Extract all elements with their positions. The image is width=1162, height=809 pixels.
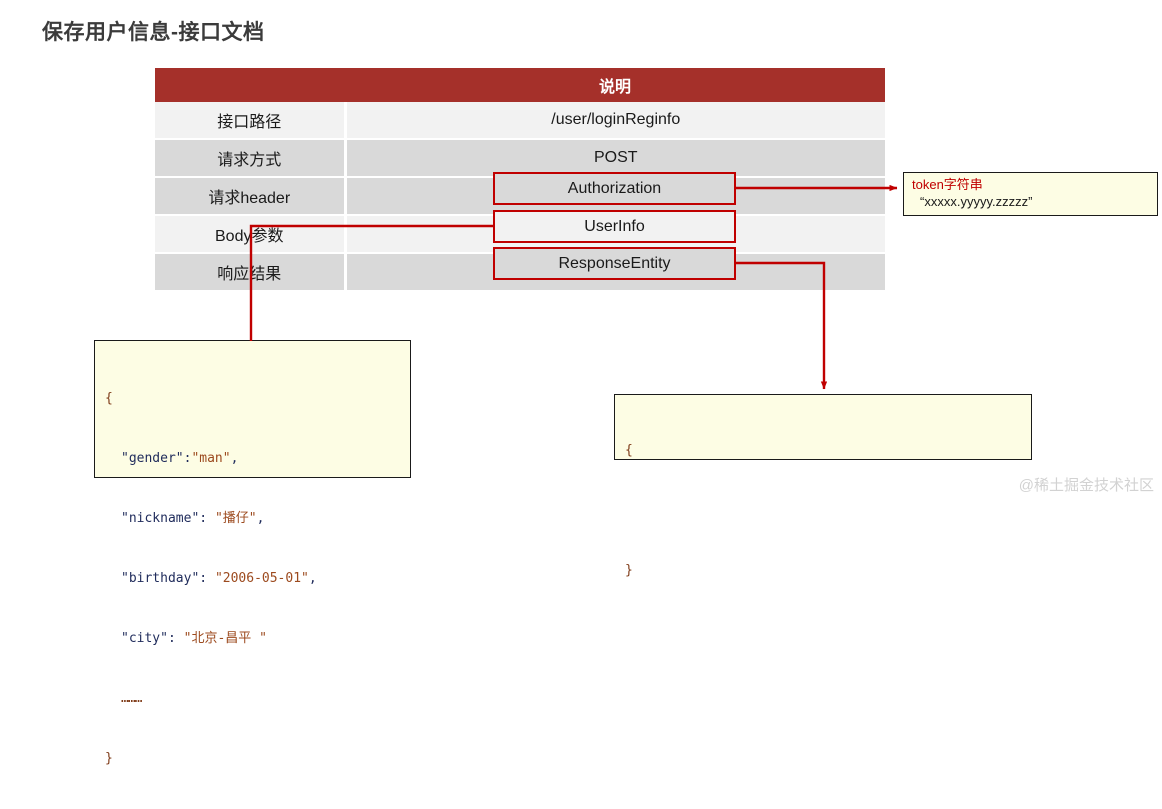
json-sep: :: [199, 511, 215, 526]
highlight-box-userinfo[interactable]: UserInfo: [493, 210, 736, 243]
json-line: "nickname": "播仔",: [95, 509, 410, 529]
json-line: "city": "北京-昌平 ": [95, 629, 410, 649]
callout-token: token字符串 “xxxxx.yyyyy.zzzzz”: [903, 172, 1158, 216]
row-label-api-path: 接口路径: [155, 102, 347, 140]
json-comma: ,: [230, 451, 239, 466]
table-row: 请求方式 POST: [155, 139, 885, 178]
connector-arrows: [249, 184, 898, 390]
json-ellipsis: ………: [121, 691, 142, 706]
slide-canvas: 保存用户信息-接口文档 说明 接口路径 /user/loginReginfo 请…: [42, 21, 1158, 766]
json-key: "nickname": [121, 511, 200, 526]
watermark: @稀土掘金技术社区: [1018, 477, 1154, 494]
json-sep: :: [199, 571, 215, 586]
json-line: "gender":"man",: [95, 449, 410, 469]
row-value-method: POST: [345, 139, 885, 178]
json-line: "birthday": "2006-05-01",: [95, 569, 410, 589]
json-comma: ,: [256, 511, 265, 526]
table-header-desc: 说明: [345, 68, 885, 102]
json-sep: :: [167, 631, 184, 646]
json-sep: :: [183, 451, 192, 466]
json-key: "gender": [121, 451, 184, 466]
json-value: "北京-昌平 ": [183, 631, 267, 646]
callout-token-title: token字符串: [912, 177, 983, 192]
json-close-brace: }: [105, 751, 113, 766]
json-value: "播仔": [214, 511, 257, 526]
table-header-name: [155, 68, 345, 102]
table-row: 接口路径 /user/loginReginfo: [155, 102, 885, 140]
json-comma: ,: [308, 571, 317, 586]
json-key: "city": [121, 631, 168, 646]
row-label-header: 请求header: [155, 177, 347, 216]
json-value: "man": [191, 451, 231, 466]
response-close-brace: }: [625, 563, 633, 578]
response-open-brace: {: [625, 443, 633, 458]
callout-response-body: { }: [614, 394, 1032, 578]
highlight-box-authorization[interactable]: Authorization: [493, 172, 736, 205]
page-title: 保存用户信息-接口文档: [42, 21, 265, 44]
json-key: "birthday": [121, 571, 200, 586]
highlight-box-responseentity[interactable]: ResponseEntity: [493, 247, 736, 280]
table-row: 请求header: [155, 177, 885, 216]
row-value-api-path: /user/loginReginfo: [345, 102, 885, 140]
row-label-method: 请求方式: [155, 139, 347, 178]
json-open-brace: {: [105, 391, 113, 406]
json-value: "2006-05-01": [214, 571, 309, 586]
table-header-row: 说明: [155, 68, 885, 102]
callout-token-value: “xxxxx.yyyyy.zzzzz”: [920, 194, 1033, 209]
